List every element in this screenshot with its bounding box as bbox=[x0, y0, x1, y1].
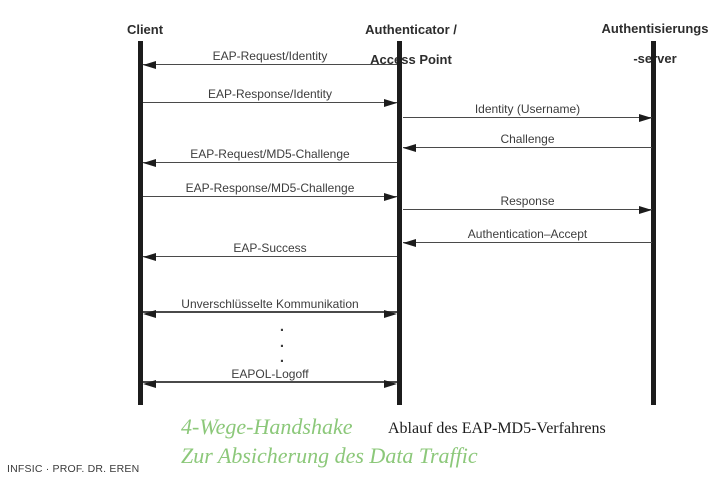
message-line bbox=[143, 380, 397, 388]
highlight-caption-line1: 4-Wege-Handshake bbox=[181, 414, 353, 439]
message-eap-request-identity: EAP-Request/Identity bbox=[143, 45, 397, 69]
lifeline-auth-server bbox=[651, 41, 656, 405]
message-label: EAP-Response/MD5-Challenge bbox=[185, 181, 355, 195]
message-label: EAPOL-Logoff bbox=[231, 367, 309, 381]
arrow-left-icon bbox=[143, 61, 156, 69]
arrow-right-icon bbox=[384, 310, 397, 318]
message-label: Identity (Username) bbox=[474, 102, 581, 116]
actor-authenticator-line1: Authenticator / bbox=[365, 22, 457, 37]
figure-caption: Ablauf des EAP-MD5-Verfahrens bbox=[388, 420, 606, 437]
arrow-left-icon bbox=[143, 253, 156, 261]
message-eapol-logoff: EAPOL-Logoff bbox=[143, 363, 397, 388]
arrow-right-icon bbox=[384, 380, 397, 388]
message-label: Authentication–Accept bbox=[467, 227, 588, 241]
message-challenge: Challenge bbox=[403, 128, 652, 152]
message-line bbox=[143, 159, 397, 167]
message-label: EAP-Success bbox=[233, 241, 307, 255]
message-authentication-accept: Authentication–Accept bbox=[403, 223, 652, 247]
actor-authenticator-line2: Access Point bbox=[370, 52, 452, 67]
message-unverschluesselte-kommunikation: Unverschlüsselte Kommunikation bbox=[143, 293, 397, 318]
ellipsis-dot: . bbox=[279, 318, 285, 335]
message-eap-request-md5-challenge: EAP-Request/MD5-Challenge bbox=[143, 143, 397, 167]
message-line bbox=[403, 144, 652, 152]
message-eap-success: EAP-Success bbox=[143, 237, 397, 261]
arrow-left-icon bbox=[143, 380, 156, 388]
message-line bbox=[143, 99, 397, 107]
message-label: Challenge bbox=[500, 132, 555, 146]
arrow-left-icon bbox=[403, 239, 416, 247]
message-label: Unverschlüsselte Kommunikation bbox=[181, 297, 359, 311]
message-label: Response bbox=[500, 194, 555, 208]
message-eap-response-md5-challenge: EAP-Response/MD5-Challenge bbox=[143, 177, 397, 201]
arrow-left-icon bbox=[403, 144, 416, 152]
message-label: EAP-Response/Identity bbox=[207, 87, 333, 101]
highlight-caption-line2: Zur Absicherung des Data Traffic bbox=[181, 443, 478, 468]
message-line bbox=[143, 253, 397, 261]
message-line bbox=[143, 193, 397, 201]
arrow-right-icon bbox=[384, 193, 397, 201]
message-line bbox=[403, 239, 652, 247]
arrow-right-icon bbox=[639, 114, 652, 122]
message-line bbox=[143, 61, 397, 69]
lifeline-authenticator bbox=[397, 41, 402, 405]
actor-label-client: Client bbox=[95, 7, 195, 52]
lifeline-client bbox=[138, 41, 143, 405]
message-line bbox=[403, 206, 652, 214]
arrow-left-icon bbox=[143, 310, 156, 318]
ellipsis-dot: . bbox=[279, 334, 285, 351]
arrow-left-icon bbox=[143, 159, 156, 167]
actor-client-line1: Client bbox=[126, 22, 164, 37]
message-response: Response bbox=[403, 190, 652, 214]
arrow-right-icon bbox=[384, 99, 397, 107]
message-label: EAP-Request/Identity bbox=[212, 49, 328, 63]
arrow-right-icon bbox=[639, 206, 652, 214]
message-line bbox=[403, 114, 652, 122]
message-identity-username: Identity (Username) bbox=[403, 98, 652, 122]
footer-credit: INFSIC · PROF. DR. EREN bbox=[7, 463, 140, 475]
ellipsis-dot: . bbox=[279, 349, 285, 366]
message-label: EAP-Request/MD5-Challenge bbox=[190, 147, 350, 161]
message-eap-response-identity: EAP-Response/Identity bbox=[143, 83, 397, 107]
actor-label-authenticator: Authenticator / Access Point bbox=[341, 7, 481, 82]
message-line bbox=[143, 310, 397, 318]
actor-auth-server-line1: Authentisierungs bbox=[601, 21, 709, 36]
